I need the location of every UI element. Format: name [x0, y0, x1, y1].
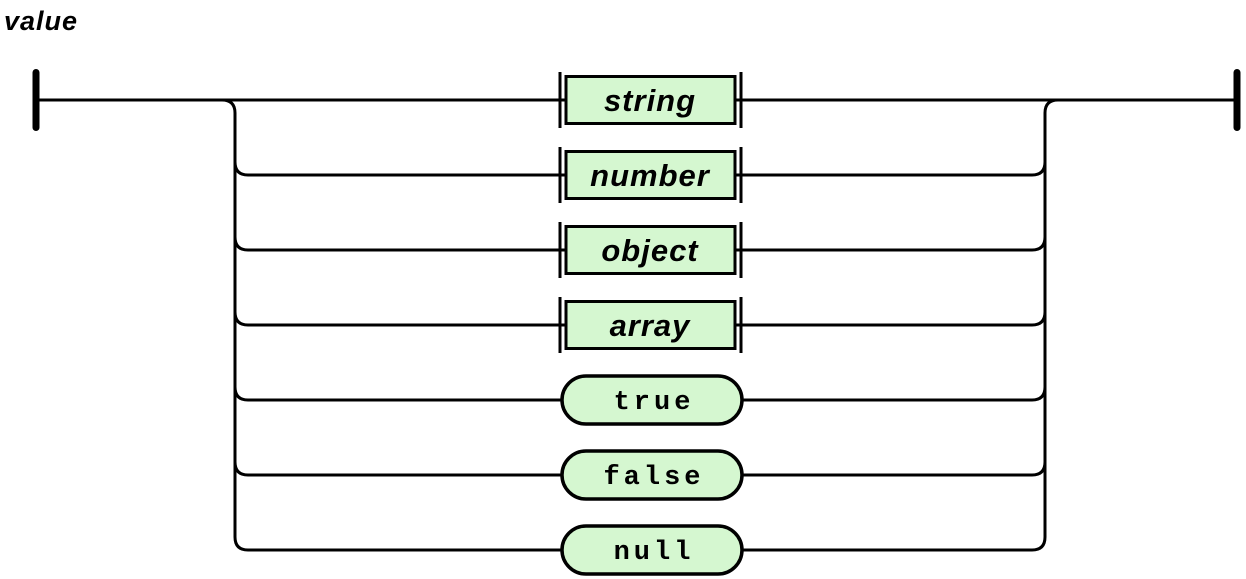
node-label-true: true — [614, 388, 695, 418]
nonterminal-box-object — [564, 225, 737, 275]
branch-trunk-right — [740, 98, 1059, 552]
row-line-right-array — [735, 311, 1047, 327]
node-label-array: array — [610, 308, 692, 343]
nonterminal-box-number — [564, 150, 737, 200]
node-array: array — [558, 297, 743, 353]
row-line-left-object — [233, 236, 566, 252]
nonterminal-box-string — [564, 75, 737, 125]
nonterminal-box-array — [564, 300, 737, 350]
row-line-left-false — [233, 461, 564, 477]
row-line-right-true — [740, 386, 1047, 402]
node-number: number — [558, 147, 743, 203]
node-label-object: object — [601, 233, 699, 268]
node-label-number: number — [590, 158, 711, 193]
terminal-pill-null — [560, 524, 744, 576]
node-true: true — [560, 374, 744, 426]
row-line-right-object — [735, 236, 1047, 252]
row-line-left-array — [233, 311, 566, 327]
row-line-right-number — [735, 161, 1047, 177]
row-line-left-number — [233, 161, 566, 177]
node-false: false — [560, 449, 744, 501]
branch-trunk-left — [221, 98, 564, 552]
node-label-string: string — [604, 83, 696, 118]
node-label-false: false — [603, 463, 704, 493]
row-line-right-false — [740, 461, 1047, 477]
node-null: null — [560, 524, 744, 576]
row-line-left-true — [233, 386, 564, 402]
node-label-null: null — [614, 538, 695, 568]
node-string: string — [558, 72, 743, 128]
terminal-pill-true — [560, 374, 744, 426]
rule-title: value — [4, 6, 79, 36]
node-object: object — [558, 222, 743, 278]
terminal-pill-false — [560, 449, 744, 501]
